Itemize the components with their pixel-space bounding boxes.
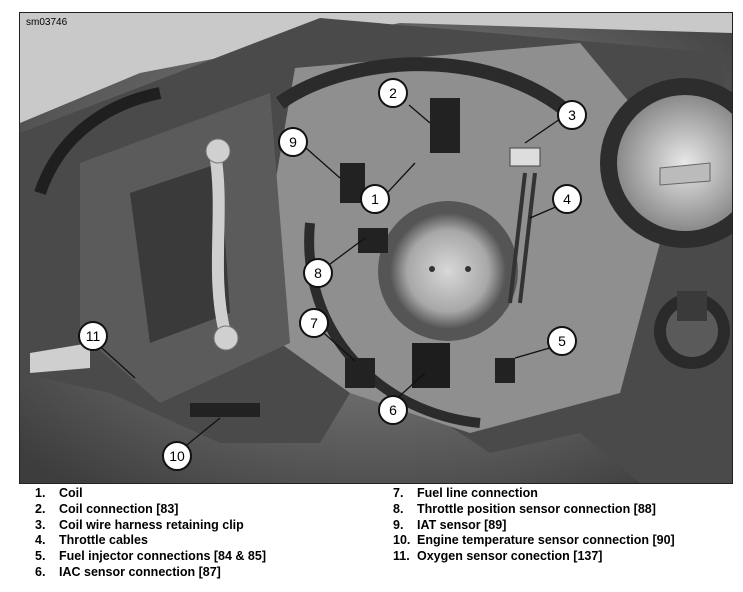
callout-5: 5 bbox=[547, 326, 577, 356]
legend-item: 8.Throttle position sensor connection [8… bbox=[393, 501, 656, 516]
parts-legend: 1.Coil 2.Coil connection [83] 3.Coil wir… bbox=[19, 486, 731, 586]
callout-8: 8 bbox=[303, 258, 333, 288]
legend-item: 9.IAT sensor [89] bbox=[393, 517, 507, 532]
legend-item: 5.Fuel injector connections [84 & 85] bbox=[35, 549, 266, 564]
legend-item: 2.Coil connection [83] bbox=[35, 501, 179, 516]
legend-item: 6.IAC sensor connection [87] bbox=[35, 564, 221, 579]
callout-11: 11 bbox=[78, 321, 108, 351]
legend-column-left: 1.Coil 2.Coil connection [83] 3.Coil wir… bbox=[35, 486, 266, 581]
legend-item: 4.Throttle cables bbox=[35, 533, 148, 548]
engine-illustration bbox=[20, 13, 732, 483]
engine-photo: sm03746 1 2 3 4 5 6 7 8 9 10 11 bbox=[19, 12, 733, 484]
legend-item: 3.Coil wire harness retaining clip bbox=[35, 517, 244, 532]
callout-6: 6 bbox=[378, 395, 408, 425]
callout-4: 4 bbox=[552, 184, 582, 214]
callout-1: 1 bbox=[360, 184, 390, 214]
figure-id: sm03746 bbox=[26, 17, 68, 28]
callout-2: 2 bbox=[378, 78, 408, 108]
callout-10: 10 bbox=[162, 441, 192, 471]
legend-item: 11.Oxygen sensor conection [137] bbox=[393, 549, 603, 564]
callout-3: 3 bbox=[557, 100, 587, 130]
callout-9: 9 bbox=[278, 127, 308, 157]
legend-item: 10.Engine temperature sensor connection … bbox=[393, 533, 675, 548]
callout-7: 7 bbox=[299, 308, 329, 338]
legend-item: 7.Fuel line connection bbox=[393, 486, 538, 500]
legend-item: 1.Coil bbox=[35, 486, 83, 500]
legend-column-right: 7.Fuel line connection 8.Throttle positi… bbox=[393, 486, 675, 565]
